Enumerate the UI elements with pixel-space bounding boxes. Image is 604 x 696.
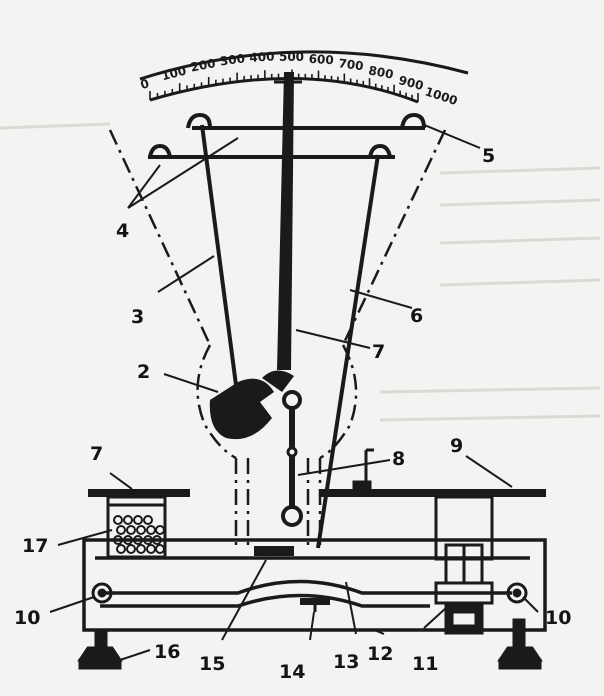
- support-14: [300, 598, 330, 612]
- pellet: [126, 544, 136, 554]
- scale-label: 200: [189, 56, 216, 74]
- upper-beams: [148, 112, 426, 159]
- leader-lines: [49, 123, 539, 661]
- scale-label: 700: [338, 56, 365, 73]
- callout-8: 8: [392, 448, 405, 470]
- scale-label: 0: [139, 76, 151, 92]
- rod-right: [316, 154, 380, 549]
- dial-outer-arc: [139, 50, 469, 81]
- hook-left-upper: [186, 112, 212, 129]
- right-pan: [320, 489, 546, 497]
- linkage: [281, 390, 303, 527]
- hook-right-lower: [368, 143, 392, 158]
- sector-weight: [209, 370, 294, 440]
- callout-16: 16: [154, 641, 180, 663]
- pans: [88, 489, 546, 497]
- scale-label: 400: [249, 49, 275, 65]
- weight-box: [106, 495, 167, 559]
- pellet: [133, 515, 143, 525]
- pellet: [155, 544, 165, 554]
- right-post: [352, 448, 374, 492]
- callout-17: 17: [22, 535, 48, 557]
- housing-outline: [108, 129, 447, 548]
- callout-7-upper: 7: [372, 341, 385, 363]
- callout-3: 3: [131, 306, 144, 328]
- pointer: [274, 72, 302, 370]
- callout-2: 2: [137, 361, 150, 383]
- pellet: [136, 525, 146, 535]
- damper: [434, 543, 494, 635]
- pivots: [91, 582, 528, 604]
- centre-plate: [254, 546, 294, 556]
- paper-noise: [0, 122, 601, 422]
- callout-10-right: 10: [545, 607, 571, 629]
- pellet: [146, 525, 156, 535]
- callout-13: 13: [333, 651, 359, 673]
- pellet: [155, 525, 165, 535]
- scale-label: 500: [279, 50, 304, 64]
- hook-left-lower: [148, 143, 172, 158]
- dial-ticks: [149, 69, 419, 102]
- callout-6: 6: [410, 305, 423, 327]
- callout-14: 14: [279, 661, 305, 683]
- callouts: 2 3 4 5 6 7 7 8 9 17 10 10 16 15 14 13 1…: [14, 145, 571, 683]
- callout-15: 15: [199, 653, 225, 675]
- callout-11: 11: [412, 653, 438, 675]
- scale-label: 600: [308, 52, 334, 68]
- feet: [77, 618, 543, 670]
- scale-label: 800: [367, 63, 394, 81]
- pellet: [136, 544, 146, 554]
- callout-7-left: 7: [90, 443, 103, 465]
- pellet: [113, 515, 123, 525]
- scale-label: 900: [397, 73, 425, 93]
- pointer-needle: [277, 72, 294, 370]
- rods: [200, 124, 380, 549]
- scale-label: 100: [160, 64, 188, 84]
- pellet: [143, 515, 153, 525]
- scale-label: 1000: [423, 84, 459, 108]
- rod-left: [200, 124, 238, 386]
- pellet: [116, 525, 126, 535]
- left-pan: [88, 489, 190, 497]
- callout-12: 12: [367, 643, 393, 665]
- scale-label: 300: [219, 51, 246, 68]
- pellet: [116, 544, 126, 554]
- hook-right-upper: [400, 112, 426, 129]
- callout-10-left: 10: [14, 607, 40, 629]
- callout-5: 5: [482, 145, 495, 167]
- pellet: [146, 544, 156, 554]
- pellet: [126, 525, 136, 535]
- callout-4: 4: [116, 220, 129, 242]
- callout-9: 9: [450, 435, 463, 457]
- pellet: [123, 515, 133, 525]
